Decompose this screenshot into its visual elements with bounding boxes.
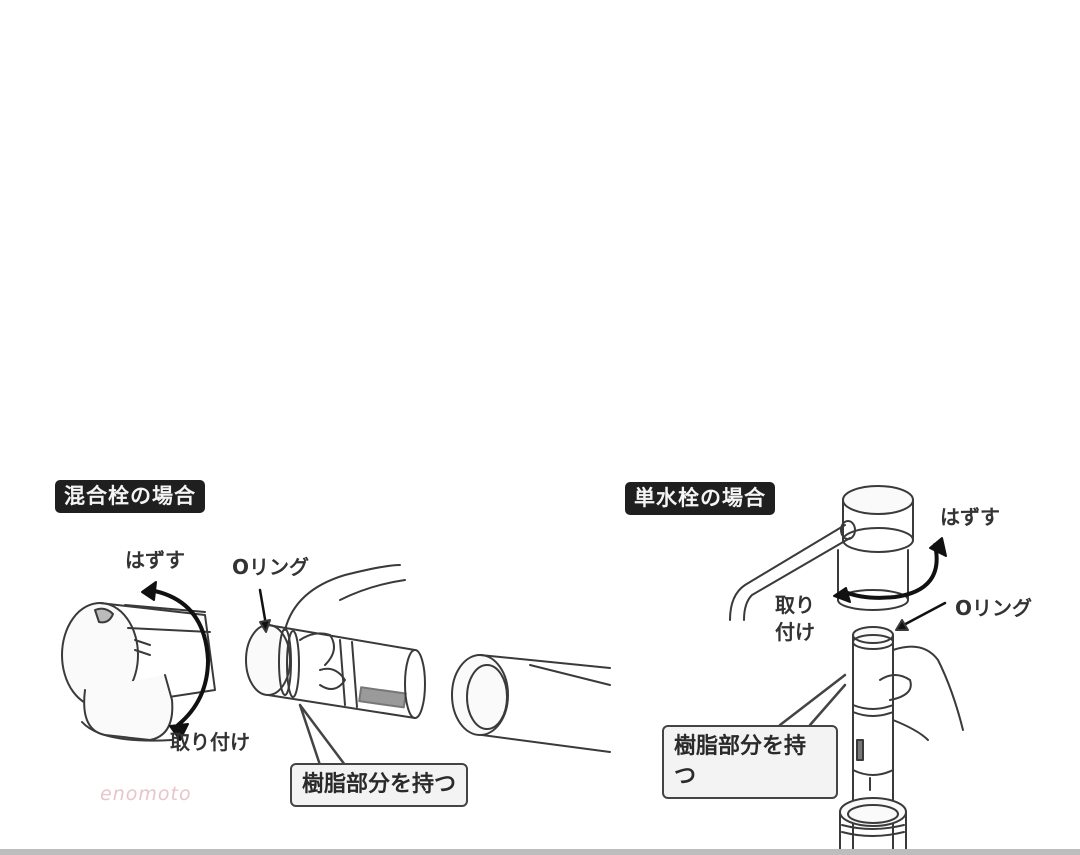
right-remove-label: はずす	[940, 505, 1000, 529]
left-o-ring-label: Oリング	[232, 555, 310, 579]
bottom-border	[0, 849, 1080, 855]
hose-end	[451, 654, 611, 753]
left-attach-label: 取り付け	[170, 730, 250, 754]
right-o-ring-label: Oリング	[955, 596, 1033, 620]
mixing-faucet-illustration	[61, 602, 216, 742]
right-callout-hold-resin: 樹脂部分を持つ	[662, 725, 838, 799]
left-panel-title: 混合栓の場合	[55, 480, 205, 513]
single-faucet-illustration	[729, 485, 914, 621]
right-attach-label: 取り付け	[775, 593, 815, 644]
left-remove-label: はずす	[125, 548, 185, 572]
right-panel-title: 単水栓の場合	[625, 482, 775, 515]
watermark: enomoto	[100, 783, 192, 805]
filter-cartridge-left	[245, 624, 426, 719]
left-callout-hold-resin: 樹脂部分を持つ	[290, 763, 469, 807]
